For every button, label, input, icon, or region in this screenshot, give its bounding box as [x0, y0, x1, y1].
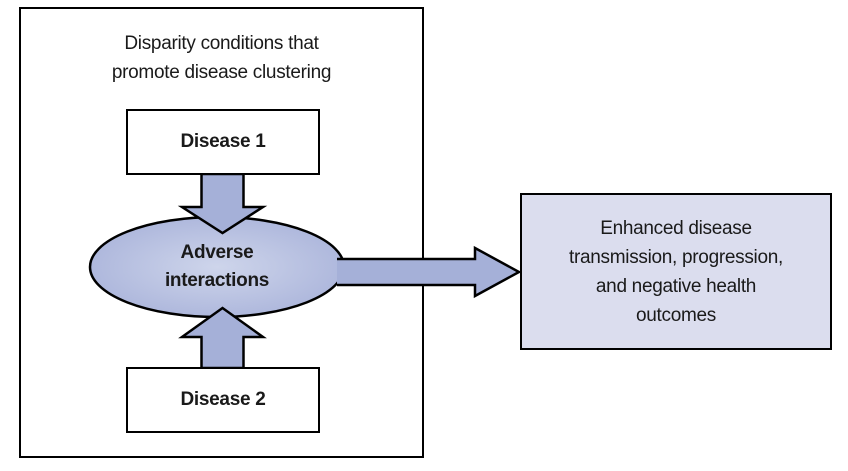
disease1-label: Disease 1 [180, 131, 266, 152]
disease2-box: Disease 2 [126, 367, 320, 433]
outcome-box-label: Enhanced disease transmission, progressi… [569, 217, 783, 326]
disease2-label: Disease 2 [180, 389, 266, 410]
outcome-box: Enhanced disease transmission, progressi… [520, 193, 832, 350]
disease1-box: Disease 1 [126, 109, 320, 175]
down-arrow-icon [177, 172, 268, 235]
container-title: Disparity conditions that promote diseas… [111, 33, 332, 83]
adverse-interactions-label: Adverse interactions [164, 242, 270, 291]
right-arrow-icon [337, 245, 522, 299]
